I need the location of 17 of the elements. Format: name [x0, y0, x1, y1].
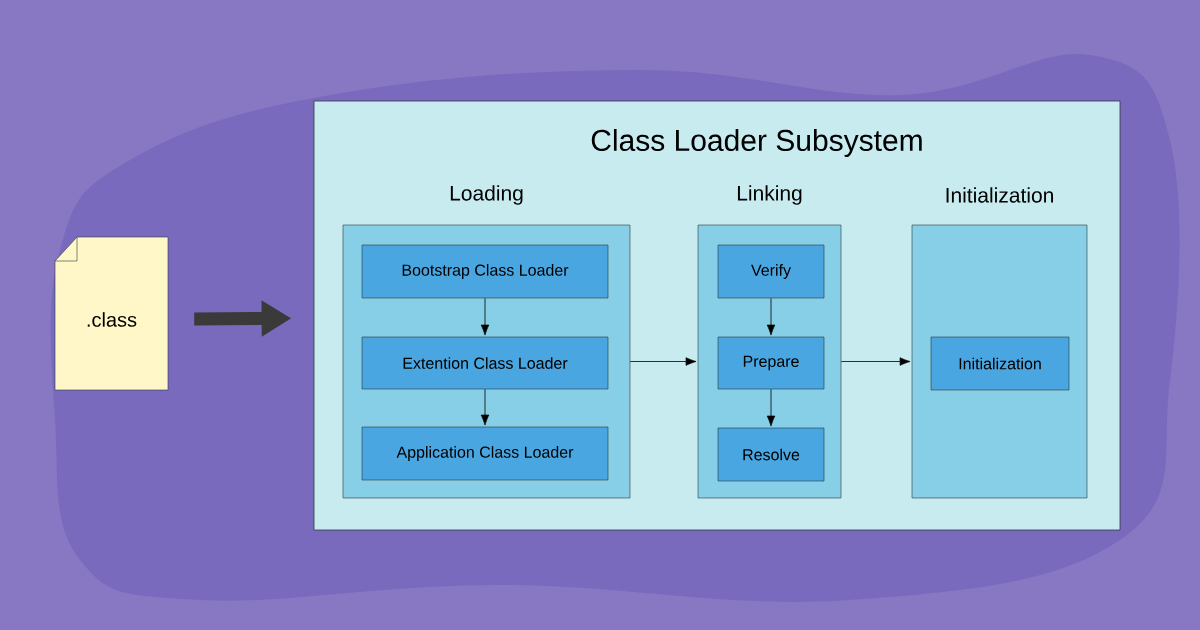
node-label: Initialization — [946, 187, 1053, 203]
node-label: Linking — [737, 185, 802, 205]
process-box: Extention Class Loader — [361, 336, 609, 390]
arrow — [766, 297, 776, 336]
arrow — [766, 388, 776, 427]
arrow — [480, 388, 490, 426]
process-box: Prepare — [717, 336, 825, 390]
process-box: Initialization — [930, 336, 1070, 391]
process-box: Application Class Loader — [361, 426, 609, 481]
arrow — [480, 297, 490, 336]
arrow — [629, 357, 697, 366]
file-document: .class — [54, 236, 169, 391]
node-label: Loading — [450, 185, 523, 205]
arrow — [840, 357, 911, 366]
process-box: Resolve — [717, 427, 825, 482]
process-box: Verify — [717, 244, 825, 299]
process-box: Bootstrap Class Loader — [361, 244, 609, 299]
